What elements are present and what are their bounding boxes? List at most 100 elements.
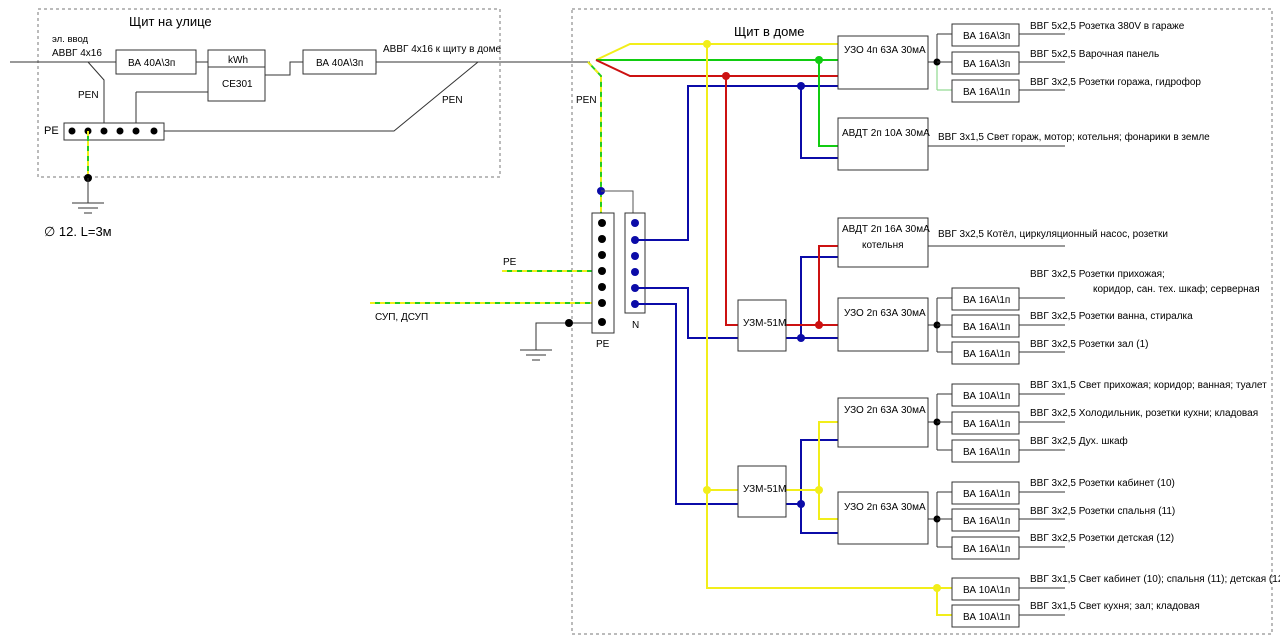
circuit-breaker[interactable] [951, 51, 1020, 75]
circuit-breaker-label: ВА 16А\3п [963, 59, 1010, 70]
uzo-2p-b[interactable] [837, 397, 929, 448]
breaker-out[interactable] [302, 49, 377, 75]
pen-conductor-out [164, 61, 479, 132]
circuit-breaker-label: ВА 10А\1п [963, 585, 1010, 596]
circuit-row: ВА 10А\1п ВВГ 3х1,5 Свет кухня; зал; кла… [951, 601, 1200, 628]
circuit-breaker-label: ВА 16А\1п [963, 419, 1010, 430]
outdoor-panel-title: Щит на улице [129, 14, 212, 29]
breaker-out-label: ВА 40А\3п [316, 58, 363, 69]
neutral-to-uzo4p [635, 85, 838, 241]
phase-l3-main [595, 59, 838, 77]
circuit-row: ВА 16А\1п ВВГ 3х2,5 Розетки кабинет (10) [937, 477, 1175, 505]
panel-ground-wire [535, 322, 592, 350]
circuit-breaker[interactable] [951, 23, 1020, 47]
circuit-breaker[interactable] [951, 439, 1020, 463]
meter-body[interactable] [207, 66, 266, 102]
uzo-2p-c-label: УЗО 2п 63А 30мА [844, 502, 926, 513]
uzo-2p-a[interactable] [837, 297, 929, 352]
circuit-breaker[interactable] [951, 383, 1020, 407]
meter-top-label: kWh [228, 55, 248, 66]
circuit-desc: ВВГ 3х2,5 Розетки спальня (11) [1030, 506, 1175, 517]
circuit-breaker[interactable] [951, 411, 1020, 435]
panel-ground-node [565, 319, 573, 327]
uzm-51m-b[interactable] [737, 465, 787, 518]
circuit-row: ВА 16А\1п ВВГ 3х2,5 Розетки прихожая; ко… [937, 269, 1260, 311]
pe-house-terminal [598, 318, 606, 326]
circuit-breaker-label: ВА 16А\1п [963, 295, 1010, 306]
circuit-breaker-label: ВА 10А\1п [963, 612, 1010, 623]
pe-input-label: PE [503, 257, 517, 268]
circuit-desc: ВВГ 3х2,5 Розетки кабинет (10) [1030, 477, 1175, 489]
ground-rod-label: ∅ 12. L=3м [44, 224, 112, 239]
phase-l2-to-avdt10 [818, 60, 838, 147]
circuit-breaker[interactable] [951, 481, 1020, 505]
circuit-breaker[interactable] [951, 287, 1020, 311]
uzm-b-label: УЗМ-51М [743, 484, 786, 495]
circuit-desc: ВВГ 3х1,5 Свет прихожая; коридор; ванная… [1030, 380, 1267, 391]
neutral-to-avdt16 [800, 256, 838, 338]
n-terminal [631, 252, 639, 260]
circuit-desc: ВВГ 3х1,5 Свет кабинет (10); спальня (11… [1030, 573, 1280, 585]
uzo-2p-c[interactable] [837, 491, 929, 545]
pe-house-terminal [598, 267, 606, 275]
uzo-2p-a-label: УЗО 2п 63А 30мА [844, 308, 926, 319]
phase-l1-to-uzo-b [818, 421, 838, 490]
pe-house-terminal [598, 283, 606, 291]
pe-bar-house-label: PE [596, 339, 610, 350]
meter-model-label: СЕ301 [222, 79, 253, 90]
circuit-row: ВА 16А\1п ВВГ 3х2,5 Розетки ванна, стира… [937, 311, 1193, 338]
pen-label-left: PEN [78, 90, 99, 101]
house-panel-frame [571, 8, 1273, 635]
uzm-a-label: УЗМ-51М [743, 318, 786, 329]
circuit-desc: ВВГ 3х2,5 Розетки гоража, гидрофор [1030, 76, 1201, 88]
circuit-breaker-label: ВА 10А\1п [963, 391, 1010, 402]
avdt-16a[interactable] [837, 217, 929, 268]
neutral-to-avdt10 [800, 86, 838, 159]
pe-house-terminal [598, 219, 606, 227]
circuit-breaker-label: ВА 16А\1п [963, 87, 1010, 98]
panel-ground-icon [520, 349, 552, 361]
circuit-desc: ВВГ 5х2,5 Розетка 380V в гараже [1030, 21, 1185, 32]
pe-bar-outdoor [63, 122, 165, 141]
input-cable-label: АВВГ 4х16 [52, 48, 102, 59]
pen-to-n-bridge [601, 190, 634, 213]
phase-l1-to-lights [936, 588, 952, 616]
uzm-51m-a[interactable] [737, 299, 787, 352]
circuit-breaker[interactable] [951, 79, 1020, 103]
circuit-breaker[interactable] [951, 536, 1020, 560]
circuit-desc: ВВГ 3х2,5 Дух. шкаф [1030, 435, 1128, 447]
circuit-row: ВА 16А\3п ВВГ 5х2,5 Розетка 380V в гараж… [937, 21, 1185, 47]
pe-terminal [116, 127, 124, 135]
circuit-desc: ВВГ 3х2,5 Розетки детская (12) [1030, 533, 1174, 544]
circuit-desc: ВВГ 3х2,5 Розетки ванна, стиралка [1030, 311, 1193, 322]
pen-conductor-in [87, 61, 105, 125]
neutral-node [797, 334, 805, 342]
phase-l3-to-uzm1 [725, 76, 738, 326]
uzo-4p[interactable] [837, 35, 929, 90]
phase-l1-to-uzo-c [818, 490, 838, 520]
circuit-breaker-label: ВА 16А\1п [963, 447, 1010, 458]
circuit-row: ВА 16А\1п ВВГ 3х2,5 Розетки спальня (11) [937, 506, 1175, 532]
circuit-breaker-label: ВА 16А\1п [963, 489, 1010, 500]
circuit-breaker[interactable] [951, 341, 1020, 365]
circuit-row: ВА 16А\1п ВВГ 3х2,5 Розетки детская (12) [937, 533, 1174, 560]
avdt-10a[interactable] [837, 117, 929, 171]
neutral-node [797, 82, 805, 90]
circuit-breaker[interactable] [951, 604, 1020, 628]
circuit-breaker-label: ВА 16А\1п [963, 322, 1010, 333]
ground-icon [72, 202, 104, 214]
circuit-breaker[interactable] [951, 314, 1020, 338]
circuit-row: ВА 16А\3п ВВГ 5х2,5 Варочная панель [937, 49, 1159, 75]
pe-terminal [100, 127, 108, 135]
n-terminal [631, 219, 639, 227]
pe-terminal [150, 127, 158, 135]
l1-node-3 [815, 486, 823, 494]
circuit-breaker[interactable] [951, 508, 1020, 532]
n-terminal [631, 268, 639, 276]
circuit-breaker-label: ВА 16А\1п [963, 544, 1010, 555]
circuit-breaker[interactable] [951, 577, 1020, 601]
pe-bar-label: PE [44, 125, 59, 137]
n-bar-house [624, 212, 646, 314]
